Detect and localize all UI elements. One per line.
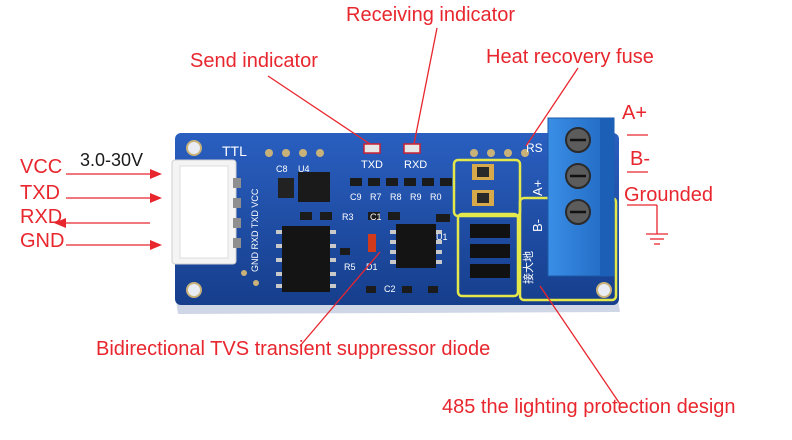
fuse-highlight-box (452, 158, 522, 218)
callout-lines (66, 27, 668, 405)
silk-r7: R7 (370, 192, 382, 202)
b-minus-label: B- (630, 148, 650, 170)
silk-ttl: TTL (222, 143, 247, 159)
send-indicator-label: Send indicator (190, 50, 318, 72)
txd-led (363, 143, 381, 154)
silk-a-plus: A+ (530, 180, 545, 196)
silk-r3: R3 (342, 212, 354, 222)
silk-c8: C8 (276, 164, 288, 174)
arrowheads (54, 169, 162, 250)
receiving-indicator-label: Receiving indicator (346, 4, 515, 26)
heat-recovery-fuse-label: Heat recovery fuse (486, 46, 654, 68)
silk-b-minus: B- (530, 219, 545, 232)
rxd-label: RXD (20, 206, 63, 228)
tvs-diodes (470, 224, 510, 278)
silk-r9: R9 (410, 192, 422, 202)
silk-c9: C9 (350, 192, 362, 202)
silk-c2: C2 (384, 284, 396, 294)
rxd-led (403, 143, 421, 154)
silk-ground-cn: 接大地 (521, 251, 535, 284)
regulator-chip (298, 172, 330, 202)
resistor-array (300, 178, 452, 293)
silk-header-pins: GND RXD TXD VCC (250, 188, 260, 272)
silk-u1: U1 (436, 232, 448, 242)
silk-d1: D1 (366, 262, 378, 272)
pad-row (241, 149, 529, 286)
silk-rs: RS (526, 141, 543, 155)
main-ic (276, 226, 336, 292)
a-plus-label: A+ (622, 102, 648, 124)
tvs-diode-label: Bidirectional TVS transient suppressor d… (96, 338, 491, 360)
silk-c1: C1 (370, 212, 382, 222)
fuse-components (472, 164, 494, 206)
silk-r8: R8 (390, 192, 402, 202)
voltage-label: 3.0-30V (80, 150, 144, 170)
transceiver-ic (390, 224, 442, 268)
lightning-protection-label: 485 the lighting protection design (442, 396, 736, 418)
pin-header (171, 159, 241, 265)
silk-r0: R0 (430, 192, 442, 202)
grounded-label: Grounded (624, 184, 713, 206)
silk-r5: R5 (344, 262, 356, 272)
screw-terminal (547, 117, 615, 277)
silk-rxd: RXD (404, 159, 427, 171)
diode-d1 (368, 234, 376, 252)
vcc-label: VCC (20, 156, 63, 178)
capacitor-c8 (278, 178, 294, 198)
silk-u4: U4 (298, 164, 310, 174)
txd-label: TXD (20, 182, 60, 204)
silk-txd: TXD (361, 159, 383, 171)
mounting-holes (186, 140, 612, 298)
gnd-label: GND (20, 230, 65, 252)
tvs-highlight-box (456, 212, 520, 298)
